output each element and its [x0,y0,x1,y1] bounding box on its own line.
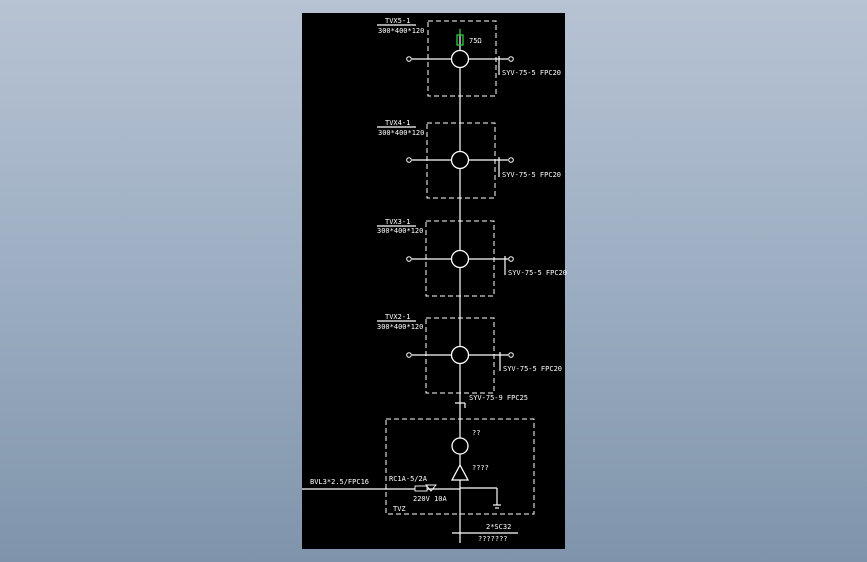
cad-drawing-viewport[interactable]: TVX5-1 300*400*120 SYV-75-5 FPC20 75Ω TV… [302,13,567,549]
amplifier-enclosure [385,418,535,515]
amplifier-label: ???? [472,464,489,472]
tap-box-tvx4: TVX4-1 300*400*120 SYV-75-5 FPC20 [377,119,561,199]
outlet-terminal-left [406,157,412,163]
breaker-icon [414,485,428,492]
tap-box-tvx3: TVX3-1 300*400*120 SYV-75-5 FPC20 [377,218,567,297]
incoming-label: ??????? [478,535,508,543]
box-id-label: TVZ [393,505,406,513]
tap-id: TVX2-1 [385,313,410,321]
outlet-terminal-right [508,56,514,62]
tap-size: 300*400*120 [378,27,424,35]
tap-cable-label: SYV-75-5 FPC20 [502,69,561,77]
tap-id: TVX3-1 [385,218,410,226]
tap-size: 300*400*120 [378,129,424,137]
tap-box-tvx5: TVX5-1 300*400*120 SYV-75-5 FPC20 75Ω [377,17,561,97]
tap-size: 300*400*120 [377,227,423,235]
outlet-terminal-left [406,256,412,262]
splitter-label: ?? [472,429,480,437]
tap-cable-label: SYV-75-5 FPC20 [508,269,567,277]
outlet-terminal-right [508,157,514,163]
tap-box-tvx2: TVX2-1 300*400*120 SYV-75-5 FPC20 [377,313,562,394]
splitter-circle [451,437,469,455]
tap-cable-label: SYV-75-5 FPC20 [502,171,561,179]
tap-id: TVX5-1 [385,17,410,25]
cable-tv-riser-diagram: TVX5-1 300*400*120 SYV-75-5 FPC20 75Ω TV… [302,17,567,543]
outlet-terminal-left [406,56,412,62]
amplifier-triangle-icon [450,463,470,481]
power-rating-label: 220V 10A [413,495,448,503]
tap-splitter-circle [450,49,470,69]
conduit-label: 2*SC32 [486,523,511,531]
tap-id: TVX4-1 [385,119,410,127]
terminator-label: 75Ω [469,37,482,45]
tap-size: 300*400*120 [377,323,423,331]
outlet-terminal-right [508,256,514,262]
tap-splitter-circle [450,150,470,170]
outlet-terminal-left [406,352,412,358]
breaker-label: RC1A-5/2A [389,475,428,483]
trunk-cable-label: SYV-75-9 FPC25 [469,394,528,402]
socket-icon [425,484,437,492]
tap-splitter-circle [450,249,470,269]
amplifier-box-tvz: ?? ???? BVL3*2.5/FPC16 RC1A-5/2A 220V 10… [302,418,535,515]
tap-splitter-circle [450,345,470,365]
tap-cable-label: SYV-75-5 FPC20 [503,365,562,373]
power-cable-label: BVL3*2.5/FPC16 [310,478,369,486]
outlet-terminal-right [508,352,514,358]
